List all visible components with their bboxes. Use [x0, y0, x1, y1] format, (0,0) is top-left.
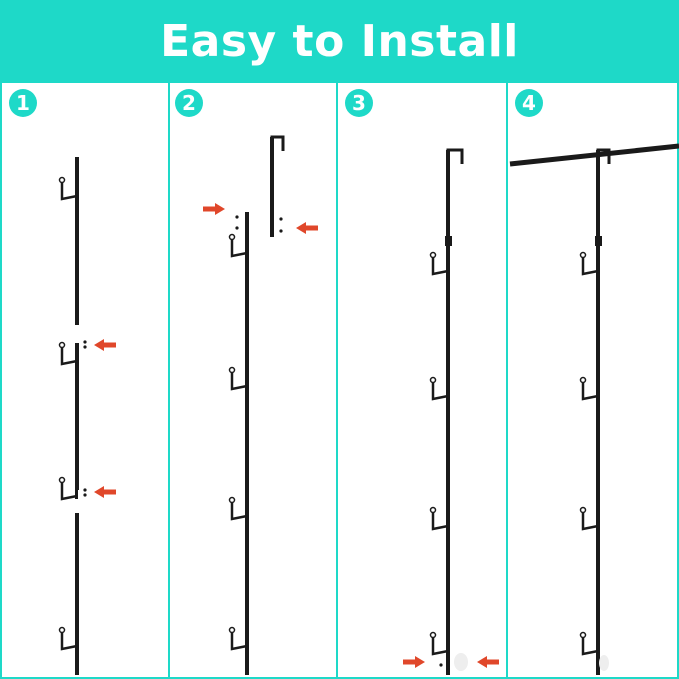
hook-plate [75, 634, 78, 649]
arrow-left-icon [477, 656, 499, 668]
hook-icon [431, 635, 449, 656]
step-panel-2: 2 [168, 83, 338, 679]
hook-icon [431, 510, 449, 531]
step-badge-2: 2 [175, 89, 203, 117]
hook-icon [60, 345, 78, 366]
hook-icon [581, 510, 599, 531]
screw-icon [83, 493, 87, 497]
step-panel-1: 1 [0, 83, 170, 679]
hook-icon [230, 370, 248, 391]
arrow-right-icon [203, 203, 225, 215]
hook-plate [245, 241, 248, 256]
hook-ball [58, 476, 66, 484]
screw-icon [83, 488, 87, 492]
step-panel-3: 3 [338, 83, 508, 679]
hook-plate [75, 349, 78, 364]
hook-icon [431, 255, 449, 276]
arrow-left-icon [94, 486, 116, 498]
hook-ball [58, 341, 66, 349]
hook-plate [446, 639, 449, 654]
hook-ball [429, 376, 437, 384]
page-title: Easy to Install [160, 16, 519, 67]
joint [445, 236, 452, 246]
hook-ball [228, 366, 236, 374]
step-badge-4: 4 [515, 89, 543, 117]
hook-plate [75, 184, 78, 199]
hook-ball [58, 626, 66, 634]
hook-plate [446, 514, 449, 529]
joint [595, 236, 602, 246]
hook-plate [75, 484, 78, 499]
hook-plate [245, 504, 248, 519]
hook-plate [446, 384, 449, 399]
header-banner: Easy to Install [0, 0, 679, 83]
screw-icon [83, 345, 87, 349]
hook-icon [581, 255, 599, 276]
door-hook-icon [446, 148, 464, 170]
screw-icon [279, 217, 283, 221]
hook-ball [228, 626, 236, 634]
screw-icon [83, 340, 87, 344]
screw-icon [235, 226, 239, 230]
arrow-right-icon [403, 656, 425, 668]
screw-icon [235, 215, 239, 219]
arrow-left-icon [296, 222, 318, 234]
hook-ball [579, 376, 587, 384]
hook-plate [596, 259, 599, 274]
hook-icon [230, 630, 248, 651]
arrow-left-icon [94, 339, 116, 351]
hook-plate [245, 634, 248, 649]
hook-ball [579, 251, 587, 259]
hook-ball [228, 233, 236, 241]
door-top-bar [509, 143, 679, 167]
hook-plate [596, 639, 599, 654]
step-panel-4: 4 [508, 83, 679, 679]
hook-ball [429, 251, 437, 259]
hook-icon [431, 380, 449, 401]
screw-icon [439, 663, 443, 667]
hook-ball [579, 631, 587, 639]
hook-ball [228, 496, 236, 504]
hook-plate [596, 384, 599, 399]
hook-icon [60, 630, 78, 651]
hook-icon [60, 480, 78, 501]
bumper-pad [599, 655, 609, 671]
step-badge-3: 3 [345, 89, 373, 117]
hook-ball [579, 506, 587, 514]
hook-icon [581, 635, 599, 656]
hook-icon [60, 180, 78, 201]
hook-plate [446, 259, 449, 274]
hook-icon [230, 500, 248, 521]
step-badge-1: 1 [9, 89, 37, 117]
hook-ball [58, 176, 66, 184]
hook-plate [245, 374, 248, 389]
hook-icon [230, 237, 248, 258]
hook-plate [596, 514, 599, 529]
hook-icon [581, 380, 599, 401]
bumper-pad [454, 653, 468, 671]
screw-icon [279, 229, 283, 233]
hook-ball [429, 506, 437, 514]
hook-ball [429, 631, 437, 639]
